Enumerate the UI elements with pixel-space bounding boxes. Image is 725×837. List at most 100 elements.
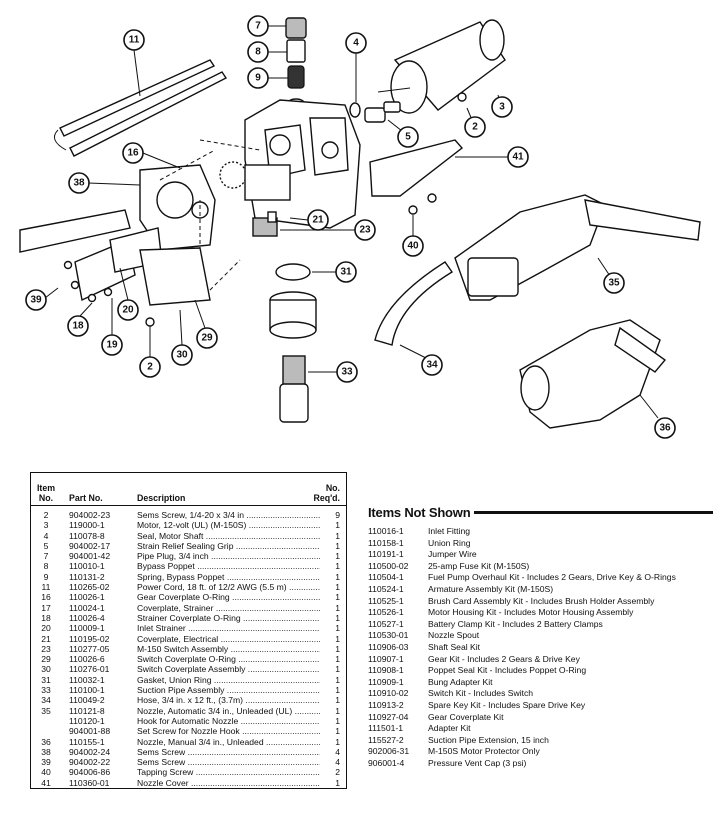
svg-text:29: 29 — [201, 333, 213, 344]
item-description: Suction Pipe Extension, 15 inch — [428, 734, 549, 745]
cell-description: Tapping Screw — [131, 767, 320, 777]
svg-text:9: 9 — [255, 73, 261, 84]
callout-23: 23 — [354, 219, 376, 241]
item-description: Nozzle Spout — [428, 630, 480, 641]
cell-description: Switch Coverplate O-Ring — [131, 654, 320, 664]
svg-text:19: 19 — [106, 340, 118, 351]
cell-qty: 1 — [335, 664, 340, 675]
item-description: Adapter Kit — [428, 723, 471, 734]
cell-part-no: 110155-1 — [69, 736, 105, 747]
svg-text:23: 23 — [359, 225, 371, 236]
cell-description: Strainer Coverplate O-Ring — [131, 613, 320, 623]
cell-part-no: 110121-8 — [69, 705, 105, 716]
cell-part-no: 904001-42 — [69, 551, 111, 562]
cell-qty: 1 — [335, 623, 340, 634]
item-description: Jumper Wire — [428, 549, 477, 560]
item-description: Gear Coverplate Kit — [428, 711, 504, 722]
power-cord-drawing — [53, 59, 228, 157]
item-description: Union Ring — [428, 537, 471, 548]
cell-item-no: 39 — [41, 757, 51, 768]
cell-item-no: 2 — [43, 510, 49, 520]
callout-5: 5 — [397, 126, 419, 148]
item-part-no: 110500-02 — [368, 560, 409, 571]
cell-qty: 1 — [335, 654, 340, 665]
cell-item-no: 40 — [41, 767, 51, 778]
cell-qty: 1 — [335, 685, 340, 696]
item-part-no: 110909-1 — [368, 676, 404, 687]
cell-qty: 9 — [335, 510, 340, 520]
cell-qty: 1 — [335, 633, 340, 644]
item-part-no: 110525-1 — [368, 595, 404, 606]
cell-part-no: 110078-8 — [69, 530, 105, 541]
callout-18: 18 — [67, 315, 89, 337]
cell-part-no: 110026-6 — [69, 654, 105, 665]
manual-nozzle-drawing — [519, 319, 667, 429]
cell-qty: 1 — [335, 736, 340, 747]
callout-41: 41 — [507, 146, 529, 168]
cell-item-no: 20 — [41, 623, 51, 634]
cell-item-no: 16 — [41, 592, 51, 603]
pump-body-drawing — [244, 99, 361, 229]
parts-table-header: Item No. Part No. Description No. Req'd. — [31, 473, 346, 506]
strain-relief-drawing — [364, 101, 401, 123]
item-part-no: 110530-01 — [368, 630, 409, 641]
cell-item-no: 34 — [41, 695, 51, 706]
cell-item-no: 29 — [41, 654, 51, 665]
item-description: Armature Assembly Kit (M-150S) — [428, 583, 554, 594]
poppet-stack-drawing — [285, 17, 307, 108]
callout-29: 29 — [196, 327, 218, 349]
callout-36: 36 — [654, 417, 676, 439]
cell-qty: 4 — [335, 757, 340, 768]
cell-item-no: 5 — [43, 540, 49, 551]
electrical-coverplate-drawing — [244, 164, 291, 201]
cell-part-no: 110360-01 — [69, 777, 110, 788]
cell-part-no: 110120-1 — [69, 715, 105, 726]
cell-qty: 1 — [335, 582, 340, 593]
cell-qty: 1 — [335, 561, 340, 572]
header-item-no: Item No. — [36, 483, 56, 503]
item-part-no: 110016-1 — [368, 526, 404, 536]
cell-description: Coverplate, Electrical — [131, 634, 320, 644]
cell-qty: 4 — [335, 746, 340, 757]
svg-text:8: 8 — [255, 47, 261, 58]
item-description: Motor Housing Kit - Includes Motor Housi… — [428, 607, 634, 618]
cell-part-no: 904002-23 — [69, 510, 111, 520]
svg-text:21: 21 — [312, 215, 324, 226]
cell-qty: 1 — [335, 592, 340, 603]
cell-description: Inlet Strainer — [131, 623, 320, 633]
cell-part-no: 110049-2 — [69, 695, 105, 706]
item-part-no: 906001-4 — [368, 757, 405, 768]
callout-34: 34 — [421, 354, 443, 376]
item-description: Gear Kit - Includes 2 Gears & Drive Key — [428, 653, 580, 664]
callout-21: 21 — [307, 209, 329, 231]
item-part-no: 110910-02 — [368, 688, 409, 699]
cell-part-no: 904002-22 — [69, 757, 111, 768]
cell-qty: 1 — [335, 695, 340, 706]
cell-description: Power Cord, 18 ft. of 12/2 AWG (5.5 m) — [131, 582, 320, 592]
item-part-no: 110527-1 — [368, 618, 404, 629]
item-description: Spare Key Kit - Includes Spare Drive Key — [428, 699, 586, 710]
callout-35: 35 — [603, 272, 625, 294]
cell-item-no: 36 — [41, 736, 51, 747]
cell-description: Gasket, Union Ring — [131, 675, 320, 685]
item-description: 25-amp Fuse Kit (M-150S) — [428, 560, 530, 571]
cell-description: Coverplate, Strainer — [131, 603, 320, 613]
svg-text:39: 39 — [30, 295, 42, 306]
cell-qty: 1 — [335, 530, 340, 541]
cell-qty: 1 — [335, 602, 340, 613]
cell-item-no: 23 — [41, 643, 51, 654]
svg-text:4: 4 — [353, 38, 359, 49]
